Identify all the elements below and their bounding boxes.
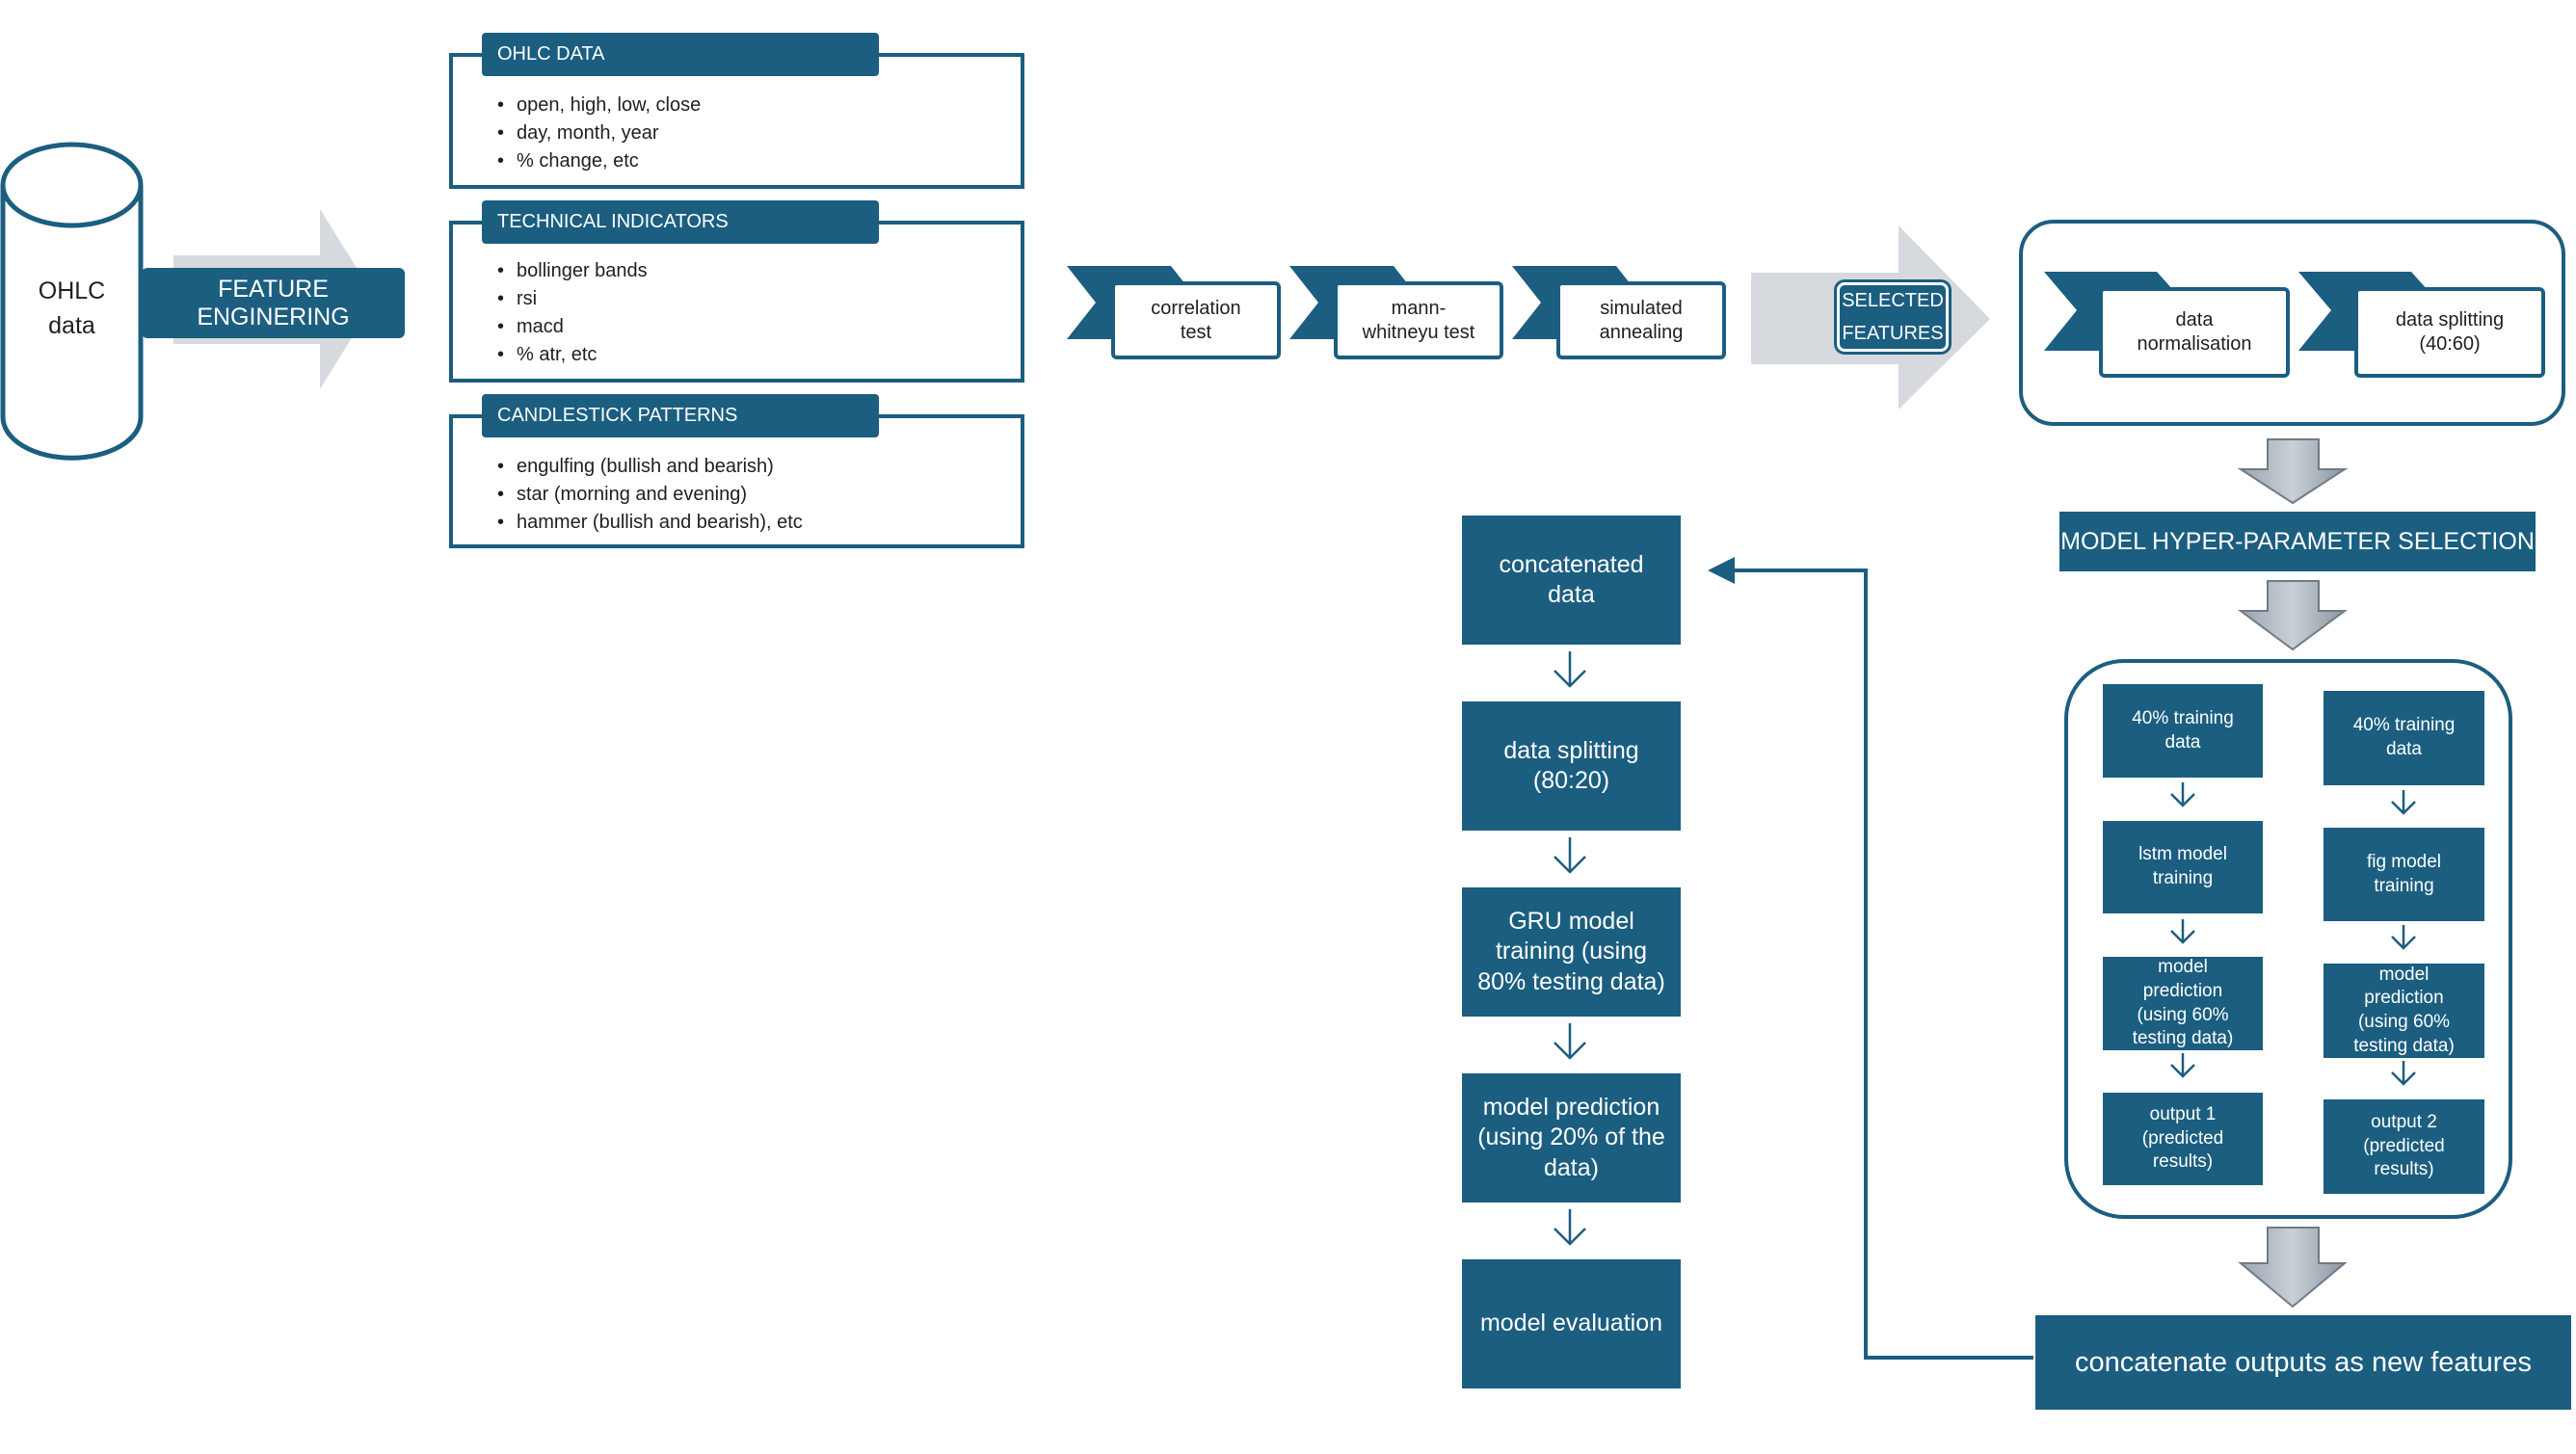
box-line: training [2152,868,2214,888]
group-item: rsi [495,285,1021,313]
concatenate-outputs-box: concatenate outputs as new features [2035,1315,2571,1410]
group-item: star (morning and evening) [495,481,1021,509]
box-line: concatenated [1499,550,1644,578]
box-line: output 2 [2371,1111,2437,1132]
box-line: prediction [2364,988,2444,1009]
feedback-arrowhead [1708,557,1735,584]
database-label-line2: data [48,312,95,339]
group-item: % atr, etc [495,341,1021,369]
pipeline-arrows [1554,651,1586,1246]
data-splitting-80-20-box: data splitting (80:20) [1462,701,1681,831]
step-line: simulated [1600,297,1683,319]
step-line: data splitting [2395,309,2505,330]
box-line: prediction [2142,980,2223,1001]
box-line: data [2386,739,2422,759]
step-mann-whitneyu-test: mann- whitneyu test [1334,281,1503,359]
branch-arrows [2170,782,2416,1086]
step-correlation-test: correlation test [1111,281,1281,359]
selected-features-line: SELECTED [1842,290,1944,311]
hyperparameter-label: MODEL HYPER-PARAMETER SELECTION [2060,527,2535,555]
step-simulated-annealing: simulated annealing [1556,281,1726,359]
gray-down-arrows [2237,438,2349,1309]
gru-training-box: GRU model training (using 80% testing da… [1462,887,1681,1017]
box-line: model [2158,957,2208,978]
box-line: fig model [2366,851,2442,872]
step-line: annealing [1599,321,1684,343]
group-item: hammer (bullish and bearish), etc [495,509,1021,537]
box-line: results) [2152,1151,2214,1173]
left-prediction-box: model prediction (using 60% testing data… [2103,957,2263,1050]
hyperparameter-selection-box: MODEL HYPER-PARAMETER SELECTION [2059,512,2536,571]
box-line: 40% training [2352,715,2456,736]
group-item: engulfing (bullish and bearish) [495,453,1021,481]
step-data-splitting-40-60: data splitting (40:60) [2354,287,2545,378]
feature-engineering-label: FEATURE ENGINERING [197,275,350,330]
left-training-data-box: 40% training data [2103,684,2263,778]
model-evaluation-box: model evaluation [1462,1259,1681,1388]
right-training-data-box: 40% training data [2324,691,2484,785]
group-item: % change, etc [495,147,1021,175]
output-2-box: output 2 (predicted results) [2324,1099,2484,1194]
box-line: testing data) [2132,1028,2234,1049]
group-technical-indicators: bollinger bands rsi macd % atr, etc [449,221,1024,383]
step-line: mann- [1391,297,1447,319]
box-line: (using 60% [2137,1004,2229,1025]
group-item: macd [495,313,1021,341]
lstm-training-box: lstm model training [2103,821,2263,913]
step-line: normalisation [2137,333,2252,355]
group-title: CANDLESTICK PATTERNS [482,394,879,437]
box-line: 40% training [2132,707,2234,728]
box-line: data splitting [1503,736,1639,764]
box-line: model prediction [1482,1094,1660,1122]
box-line: data [2164,731,2201,753]
fig-training-box: fig model training [2324,828,2484,921]
selected-features-line: FEATURES [1842,323,1944,344]
box-line: (predicted [2141,1127,2224,1149]
database-label-line1: OHLC [38,277,106,304]
step-line: correlation [1151,297,1241,319]
step-line: test [1180,321,1212,343]
concatenated-data-box: concatenated data [1462,516,1681,645]
box-line: (using 60% [2357,1012,2451,1032]
group-item: day, month, year [495,119,1021,147]
box-line: data [1548,581,1595,608]
step-line: (40:60) [2419,333,2481,355]
box-line: (using 20% of the [1477,1124,1665,1151]
box-line: data) [1544,1153,1599,1181]
box-line: GRU model [1508,908,1634,936]
selected-features-box: SELECTED FEATURES [1837,282,1949,352]
step-line: data [2175,309,2214,330]
database-cylinder-shape [0,142,144,461]
database-label: OHLC data [3,270,141,347]
step-line: whitneyu test [1362,321,1475,343]
box-line: testing data) [2353,1035,2455,1056]
output-1-box: output 1 (predicted results) [2103,1093,2263,1185]
box-line: (predicted [2363,1135,2445,1156]
box-line: model [2378,964,2430,985]
box-line: training (using [1495,938,1648,965]
feedback-connector [1730,568,2033,1360]
box-line: model evaluation [1479,1309,1662,1337]
feature-engineering-box: FEATURE ENGINERING [142,268,405,338]
group-title: OHLC DATA [482,33,879,76]
box-line: results) [2374,1159,2434,1180]
box-line: (80:20) [1532,767,1610,794]
concatenate-outputs-label: concatenate outputs as new features [2075,1346,2532,1378]
step-data-normalisation: data normalisation [2099,287,2290,378]
right-prediction-box: model prediction (using 60% testing data… [2324,964,2484,1058]
model-prediction-box: model prediction (using 20% of the data) [1462,1073,1681,1203]
box-line: 80% testing data) [1477,967,1665,995]
box-line: lstm model [2138,844,2227,865]
group-item: open, high, low, close [495,92,1021,119]
group-title: TECHNICAL INDICATORS [482,200,879,244]
box-line: training [2374,875,2434,896]
group-item: bollinger bands [495,257,1021,285]
box-line: output 1 [2149,1103,2217,1124]
